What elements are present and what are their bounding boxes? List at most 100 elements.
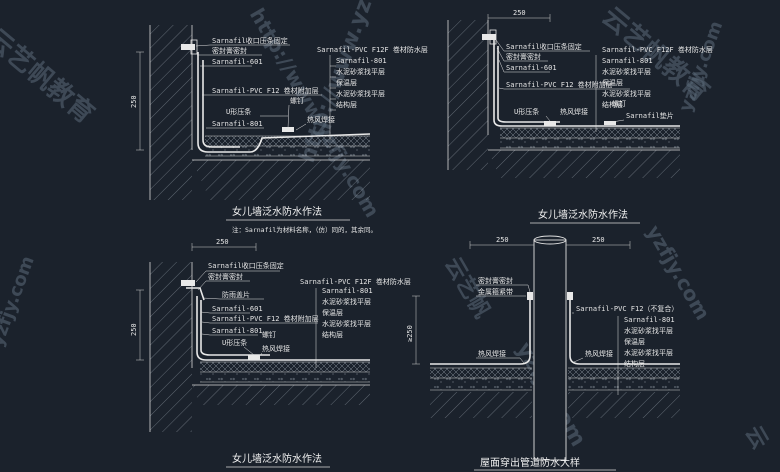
termination-bar-1 bbox=[181, 44, 195, 50]
label-d3-right-3: 保温层 bbox=[322, 308, 343, 317]
membrane-4-left bbox=[430, 296, 531, 365]
dim-horizontal-4-left: 250 bbox=[496, 236, 509, 244]
label-d4-right-1: Sarnafil-801 bbox=[624, 316, 675, 324]
label-d1-nail: 螺钉 bbox=[290, 96, 304, 105]
leaders-left-2: Sarnafil收口压条固定 密封膏密封 Sarnafil-601 Sarnaf… bbox=[495, 39, 630, 122]
title-detail-4: 屋面穿出管道防水大样 bbox=[480, 456, 580, 469]
label-d3-right-5: 结构层 bbox=[322, 330, 343, 339]
label-d1-right-4: 水泥砂浆找平层 bbox=[336, 89, 385, 98]
u-clip-2 bbox=[544, 121, 556, 126]
label-d1-right-2: 水泥砂浆找平层 bbox=[336, 67, 385, 76]
leaders-right-1: Sarnafil-PVC F12F 卷材防水层 Sarnafil-801 水泥砂… bbox=[317, 45, 428, 140]
termination-bar-3 bbox=[181, 280, 195, 286]
title-detail-1: 女儿墙泛水防水作法 bbox=[232, 205, 322, 218]
label-d4-left-1: 金属箍紧带 bbox=[478, 287, 513, 296]
label-d3-right-1: Sarnafil-801 bbox=[322, 287, 373, 295]
metal-clamp-left bbox=[527, 292, 533, 300]
insulation-layer-1 bbox=[205, 136, 370, 146]
dim-horizontal-4-right: 250 bbox=[592, 236, 605, 244]
pipe bbox=[533, 239, 567, 461]
title-detail-3: 女儿墙泛水防水作法 bbox=[232, 452, 322, 465]
u-clip-3 bbox=[248, 355, 260, 360]
membrane-4-right bbox=[569, 296, 680, 365]
membrane-1 bbox=[197, 52, 371, 153]
detail-3: 250 250 Sarnafil收口压条固定 密封膏密封 防雨盖片 Sarnaf… bbox=[130, 238, 411, 468]
label-d2-right-5: 结构层 bbox=[602, 100, 623, 109]
label-d3-weld: 热风焊接 bbox=[262, 344, 290, 353]
label-d4-right-2: 水泥砂浆找平层 bbox=[624, 326, 673, 335]
membrane-2 bbox=[493, 40, 680, 127]
label-d1-left-1: 密封膏密封 bbox=[212, 46, 247, 55]
metal-clamp-right bbox=[567, 292, 573, 300]
insulation-layer-3 bbox=[200, 362, 370, 372]
label-d3-left-0: Sarnafil收口压条固定 bbox=[208, 261, 284, 270]
label-d2-weld: 热风焊接 bbox=[560, 107, 588, 116]
parapet-wall-1 bbox=[150, 25, 192, 200]
parapet-wall-2 bbox=[448, 20, 488, 170]
label-d4-right-5: 结构层 bbox=[624, 359, 645, 368]
label-d2-left-0: Sarnafil收口压条固定 bbox=[506, 42, 582, 51]
label-d1-left-2: Sarnafil-601 bbox=[212, 58, 263, 66]
label-d1-right-3: 保温层 bbox=[336, 78, 357, 87]
leaders-left-3: Sarnafil收口压条固定 密封膏密封 防雨盖片 Sarnafil-601 S… bbox=[195, 261, 319, 356]
detail-4: 250 250 ≥250 密封膏密封 金属箍紧带 热风焊接 Sarnafil-P… bbox=[406, 235, 680, 471]
label-d3-right-0: Sarnafil-PVC F12F 卷材防水层 bbox=[300, 277, 411, 286]
sarnafil-sheet-2 bbox=[604, 121, 616, 125]
note-detail-1: 注：Sarnafil为材料名称，（仿）同的，其余同。 bbox=[232, 225, 377, 234]
label-d1-left-0: Sarnafil收口压条固定 bbox=[212, 36, 288, 45]
concrete-layer-3 bbox=[200, 372, 370, 382]
label-d2-left-2: Sarnafil-601 bbox=[506, 64, 557, 72]
detail-1: 250 Sarnafil收口压条固定 密封膏密封 Sarnafil-601 Sa… bbox=[130, 25, 428, 234]
dim-horizontal-3: 250 bbox=[216, 238, 229, 246]
watermark-corner: 云 bbox=[740, 422, 773, 454]
label-d1-right-5: 结构层 bbox=[336, 100, 357, 109]
insulation-layer-2 bbox=[500, 128, 680, 138]
label-d4-right-4: 水泥砂浆找平层 bbox=[624, 348, 673, 357]
label-d2-right-4: 水泥砂浆找平层 bbox=[602, 89, 651, 98]
label-d4-left-0: 密封膏密封 bbox=[478, 276, 513, 285]
u-clip-1 bbox=[282, 127, 294, 132]
label-d1-right-1: Sarnafil-801 bbox=[336, 57, 387, 65]
dim-horizontal-2: 250 bbox=[513, 9, 526, 17]
leaders-right-3: Sarnafil-PVC F12F 卷材防水层 Sarnafil-801 水泥砂… bbox=[300, 277, 411, 368]
label-d4-right-3: 保温层 bbox=[624, 337, 645, 346]
watermark-url-4: yzfjy.com bbox=[0, 253, 39, 349]
leaders-left-4: 密封膏密封 金属箍紧带 热风焊接 bbox=[476, 276, 531, 364]
label-d3-left-3: Sarnafil-601 bbox=[212, 305, 263, 313]
label-d2-left-3: Sarnafil-PVC F12 卷材附加层 bbox=[506, 80, 613, 89]
label-d2-left-4: U形压条 bbox=[514, 107, 539, 116]
leaders-right-2: Sarnafil-PVC F12F 卷材防水层 Sarnafil-801 水泥砂… bbox=[595, 45, 713, 132]
termination-bar-2 bbox=[482, 34, 496, 40]
label-d3-right-2: 水泥砂浆找平层 bbox=[322, 297, 371, 306]
label-d3-left-1: 密封膏密封 bbox=[208, 272, 243, 281]
label-d3-left-5: Sarnafil-801 bbox=[212, 327, 263, 335]
label-d3-nail: 螺钉 bbox=[262, 330, 276, 339]
dim-vertical-1: 250 bbox=[130, 95, 138, 108]
label-d1-left-5: Sarnafil-801 bbox=[212, 120, 263, 128]
concrete-layer-1 bbox=[205, 146, 370, 156]
leaders-left-1: Sarnafil收口压条固定 密封膏密封 Sarnafil-601 Sarnaf… bbox=[195, 36, 322, 129]
watermark-brand-1: 云艺帆教育 bbox=[0, 23, 100, 130]
label-d3-left-4: Sarnafil-PVC F12 卷材附加层 bbox=[212, 314, 319, 323]
parapet-wall-3 bbox=[150, 262, 192, 432]
concrete-layer-2 bbox=[500, 138, 680, 148]
membrane-3 bbox=[196, 296, 370, 361]
label-d2-right-0: Sarnafil-PVC F12F 卷材防水层 bbox=[602, 45, 713, 54]
label-d2-right-3: 保温层 bbox=[602, 78, 623, 87]
label-d2-right-1: Sarnafil-801 bbox=[602, 57, 653, 65]
label-d4-weld-right: 热风焊接 bbox=[585, 349, 613, 358]
label-d1-weld: 热风焊接 bbox=[307, 115, 335, 124]
label-d1-left-3: Sarnafil-PVC F12 卷材附加层 bbox=[212, 86, 319, 95]
label-d2-nail: 螺钉 bbox=[612, 99, 626, 108]
detail-2: 250 Sarnafil收口压条固定 密封膏密封 Sarnafil-601 Sa… bbox=[447, 9, 713, 224]
label-d2-left-1: 密封膏密封 bbox=[506, 52, 541, 61]
label-d4-right-0: Sarnafil-PVC F12（不复合） bbox=[576, 304, 678, 313]
label-d1-left-4: U形压条 bbox=[226, 107, 251, 116]
dim-vertical-4: ≥250 bbox=[406, 325, 414, 342]
dim-vertical-3: 250 bbox=[130, 323, 138, 336]
label-d2-right-2: 水泥砂浆找平层 bbox=[602, 67, 651, 76]
label-d1-right-0: Sarnafil-PVC F12F 卷材防水层 bbox=[317, 45, 428, 54]
label-d3-right-4: 水泥砂浆找平层 bbox=[322, 319, 371, 328]
